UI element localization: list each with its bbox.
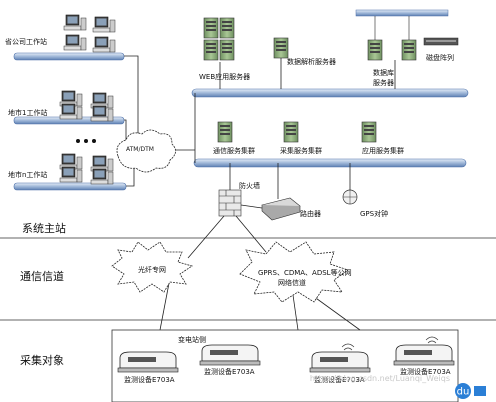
application-bus [191, 88, 469, 98]
database-server-label-2: 服务器 [373, 79, 394, 87]
substation-label: 变电站侧 [178, 336, 206, 344]
firewall-icon [218, 189, 242, 217]
disk-array-icon [423, 37, 459, 46]
data-parse-server-label: 数据解析服务器 [287, 58, 336, 66]
watermark-text: https://blog.csdn.net/Luanqi_Weiqs [309, 374, 450, 383]
gps-label: GPS对钟 [360, 210, 389, 218]
device-icons [117, 336, 455, 373]
atm-dtm-label: ATM/DTM [126, 146, 154, 153]
master-station-label: 系统主站 [22, 222, 66, 235]
public-network-cloud [239, 241, 349, 303]
device-label-1: 监测设备E703A [124, 376, 175, 384]
provincial-workstation-label: 省公司工作站 [5, 38, 47, 46]
comm-cluster-label: 通信服务集群 [213, 147, 255, 155]
web-server-label: WEB应用服务器 [199, 73, 251, 81]
device-label-2: 监测设备E703A [204, 368, 255, 376]
fiber-cloud [111, 241, 193, 293]
city1-workstation-label: 地市1工作站 [8, 109, 48, 117]
comm-channel-label: 通信信道 [20, 270, 64, 283]
cityn-workstation-icons [59, 153, 114, 185]
cluster-bus [193, 158, 467, 168]
provincial-bus [13, 52, 125, 61]
cityn-workstation-label: 地市n工作站 [8, 171, 48, 179]
provincial-workstation-icons [63, 14, 116, 53]
gps-icon [342, 189, 358, 205]
database-server-label-1: 数据库 [373, 69, 394, 77]
site-logo-icon: du [455, 383, 486, 399]
collect-cluster-label: 采集服务集群 [280, 147, 322, 155]
city1-workstation-icons [59, 90, 114, 122]
app-cluster-label: 应用服务集群 [362, 147, 404, 155]
svg-text:du: du [457, 387, 470, 398]
data-parse-server-icon [273, 37, 289, 59]
web-server-icons [203, 17, 235, 61]
atm-cloud [116, 129, 176, 173]
ellipsis-dots [76, 139, 96, 143]
cluster-server-icons [217, 121, 377, 143]
router-label: 路由器 [300, 210, 321, 218]
cityn-bus [13, 182, 127, 191]
collect-target-label: 采集对象 [20, 354, 64, 367]
device-label-3: 监测设备E703A [314, 376, 365, 384]
database-server-icons [355, 9, 449, 61]
device-label-4: 监测设备E703A [400, 368, 451, 376]
wireless-label-2: 网络信道 [278, 279, 306, 287]
router-icon [261, 197, 301, 221]
wireless-label-1: GPRS、CDMA、ADSL等公网 [258, 269, 352, 277]
fiber-net-label: 光纤专网 [138, 266, 166, 274]
substation-box [111, 329, 459, 402]
firewall-label: 防火墙 [239, 182, 260, 190]
disk-array-label: 磁盘阵列 [426, 54, 454, 62]
